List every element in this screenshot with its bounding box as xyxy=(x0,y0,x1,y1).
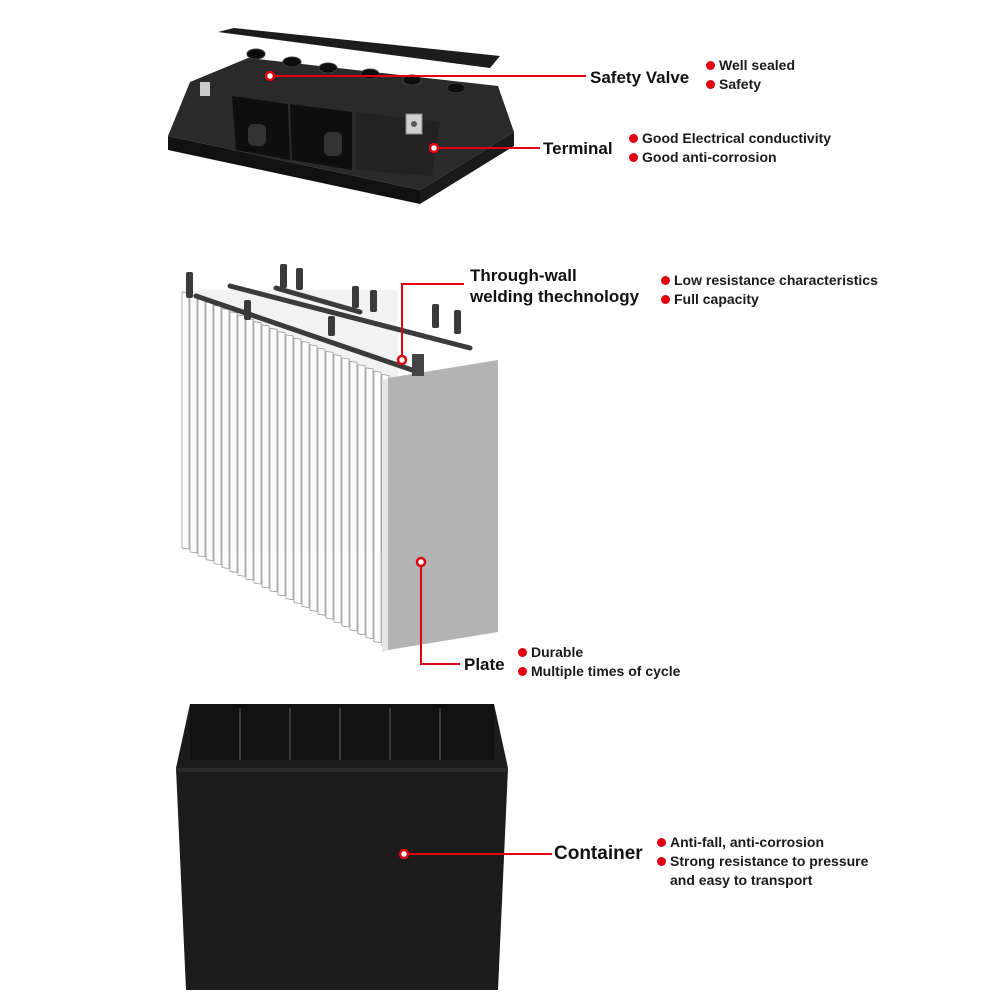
plate-sheet xyxy=(357,364,366,636)
weld-bar-3 xyxy=(273,285,363,315)
plate-pack xyxy=(181,264,498,652)
connector-post-8 xyxy=(244,300,251,320)
plate-sheet xyxy=(229,311,238,573)
plate-sheet xyxy=(349,360,358,632)
feature-item: Full capacity xyxy=(661,290,878,309)
container-title: Container xyxy=(554,843,643,864)
through-wall-title-line2: welding thechnology xyxy=(470,287,640,306)
container-inner xyxy=(190,704,494,760)
plate-sheet xyxy=(285,334,294,601)
plate-sheet xyxy=(181,291,190,550)
feature-item: Good Electrical conductivity xyxy=(629,129,831,148)
battery-lid xyxy=(168,28,514,204)
anchor-dot-through-wall xyxy=(396,354,408,366)
plate-sheet xyxy=(325,350,334,620)
connector-post-7 xyxy=(454,310,461,334)
leader-through-wall xyxy=(401,283,464,360)
plate-features: Durable Multiple times of cycle xyxy=(518,643,680,681)
lid-post-2 xyxy=(324,132,342,156)
plate-sheet xyxy=(221,308,230,569)
lid-post-1 xyxy=(248,124,266,146)
vent-cap-6 xyxy=(446,82,466,94)
connector-post-5 xyxy=(370,290,377,312)
plate-sheet xyxy=(293,337,302,605)
feature-item: Multiple times of cycle xyxy=(518,662,680,681)
lid-cover-plate xyxy=(218,28,500,68)
terminal-features: Good Electrical conductivity Good anti-c… xyxy=(629,129,831,167)
plate-front-face xyxy=(388,360,498,650)
feature-item: Anti-fall, anti-corrosion xyxy=(657,833,868,852)
lid-cavity-3 xyxy=(356,112,440,176)
anchor-dot-terminal xyxy=(428,142,440,154)
connector-post-6 xyxy=(432,304,439,328)
anchor-dot-container xyxy=(398,848,410,860)
vent-cap-4 xyxy=(360,68,380,80)
plate-sheet xyxy=(189,294,198,554)
feature-item: Low resistance characteristics xyxy=(661,271,878,290)
plate-sheet xyxy=(333,354,342,624)
plate-sheet xyxy=(317,347,326,616)
feature-item-continuation: and easy to transport xyxy=(670,872,813,888)
feature-item: Durable xyxy=(518,643,680,662)
plate-sheet xyxy=(245,317,254,581)
plate-sheet xyxy=(253,321,262,585)
feature-item: Strong resistance to pressure xyxy=(657,852,868,871)
plate-sheet xyxy=(309,344,318,612)
anchor-dot-safety-valve xyxy=(264,70,276,82)
safety-valve-title: Safety Valve xyxy=(590,68,690,87)
terminal-title: Terminal xyxy=(543,139,613,158)
safety-valve-features: Well sealed Safety xyxy=(706,56,795,94)
weld-tab xyxy=(412,354,424,376)
container-body xyxy=(176,704,508,990)
plate-sheet xyxy=(301,341,310,608)
connector-post-4 xyxy=(352,286,359,308)
weld-bar-1 xyxy=(193,293,421,375)
plate-stack xyxy=(181,291,390,647)
anchor-dot-plate xyxy=(415,556,427,568)
connector-post-3 xyxy=(296,268,303,290)
plate-sheet xyxy=(237,314,246,577)
vent-cap-3 xyxy=(318,62,338,74)
lid-side-face xyxy=(420,132,514,204)
plate-front-edge xyxy=(382,378,388,652)
feature-item: Good anti-corrosion xyxy=(629,148,831,167)
through-wall-title-line1: Through-wall xyxy=(470,266,577,285)
terminal-lug-left xyxy=(200,82,210,96)
feature-item: Well sealed xyxy=(706,56,795,75)
plate-sheet xyxy=(213,304,222,566)
connector-post-1 xyxy=(186,272,193,298)
plate-sheet xyxy=(341,357,350,628)
plate-sheet xyxy=(365,367,374,640)
plate-sheet xyxy=(277,331,286,597)
plate-sheet xyxy=(205,301,214,562)
leader-plate xyxy=(420,562,460,665)
feature-item: Safety xyxy=(706,75,795,94)
connector-post-2 xyxy=(280,264,287,288)
vent-cap-2 xyxy=(282,56,302,68)
plate-title: Plate xyxy=(464,655,505,674)
container-rim xyxy=(176,768,508,772)
container-features: Anti-fall, anti-corrosion Strong resista… xyxy=(657,833,868,890)
battery-container xyxy=(176,704,508,990)
connector-post-9 xyxy=(328,316,335,336)
plate-sheet xyxy=(269,327,278,593)
lid-cavity-2 xyxy=(290,104,352,170)
vent-cap-1 xyxy=(246,48,266,60)
through-wall-features: Low resistance characteristics Full capa… xyxy=(661,271,878,309)
plate-sheet xyxy=(261,324,270,589)
lid-front-face xyxy=(168,136,420,204)
terminal-lug-hole xyxy=(411,121,417,127)
plate-sheet xyxy=(373,370,382,644)
weld-bar-2 xyxy=(227,283,473,351)
plate-sheet xyxy=(197,298,206,558)
through-wall-title: Through-wall welding thechnology xyxy=(470,265,639,307)
